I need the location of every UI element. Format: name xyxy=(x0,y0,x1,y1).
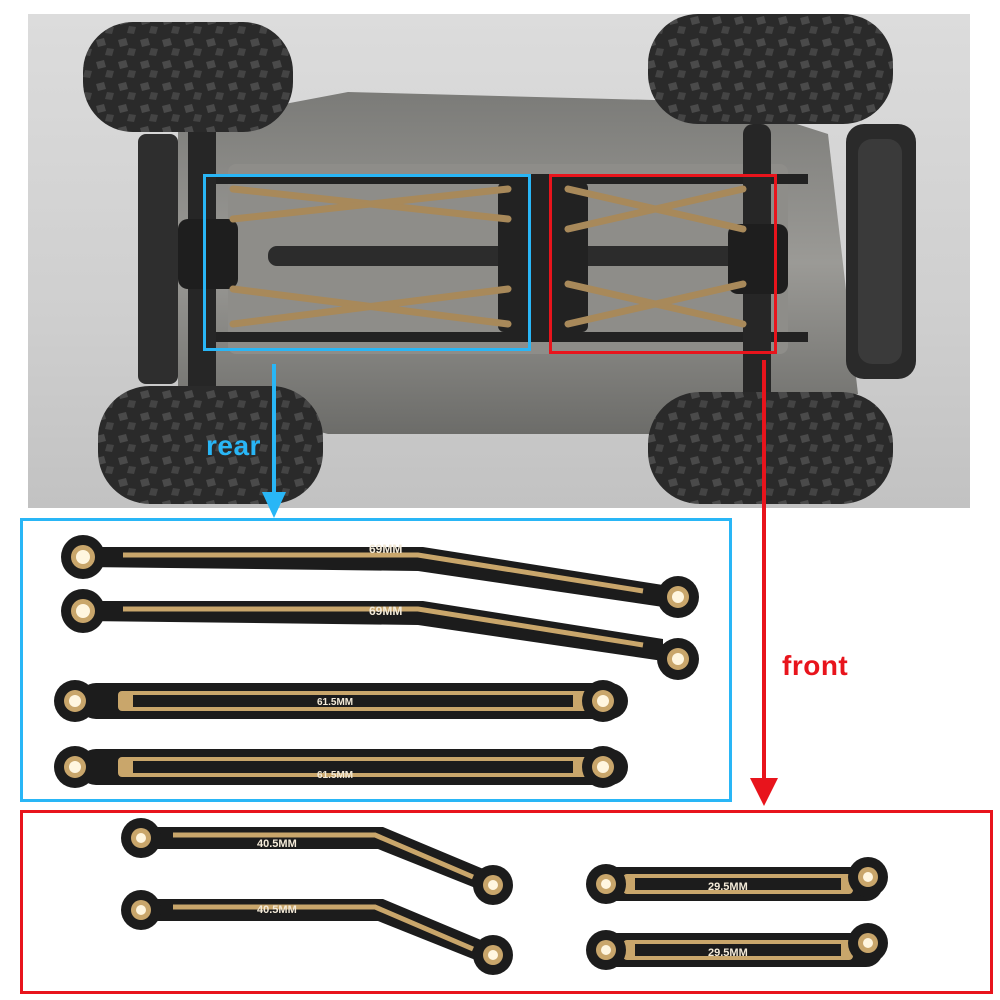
wheel-rear-top xyxy=(83,22,293,132)
rear-installed-links xyxy=(229,185,512,328)
front-link-40-5mm-2: 40.5MM xyxy=(121,890,513,975)
front-link-label: 29.5MM xyxy=(708,881,748,893)
front-link-29-5mm-1: 29.5MM xyxy=(586,857,888,904)
rear-link-69mm-2: 69MM xyxy=(61,589,699,680)
rear-diff xyxy=(178,219,238,289)
front-link-label: 40.5MM xyxy=(257,838,297,850)
rear-link-69mm-1: 69MM xyxy=(61,535,699,618)
rear-links-panel: 69MM 69MM 61.5MM xyxy=(20,518,732,802)
wheel-rear-bottom xyxy=(98,386,323,504)
rear-link-61-5mm-1: 61.5MM xyxy=(54,680,628,722)
rear-link-label: 69MM xyxy=(369,542,402,556)
rear-link-label: 61.5MM xyxy=(317,770,353,781)
rear-link-61-5mm-2: 61.5MM xyxy=(54,746,628,788)
front-highlight-box xyxy=(549,174,777,354)
truck-underside-photo xyxy=(28,14,970,508)
front-link-29-5mm-2: 29.5MM xyxy=(586,923,888,970)
rear-highlight-box xyxy=(203,174,531,351)
rear-link-label: 69MM xyxy=(369,604,402,618)
front-link-label: 29.5MM xyxy=(708,947,748,959)
wheel-front-top xyxy=(648,14,893,124)
front-links-panel: 40.5MM 40.5MM 29.5MM xyxy=(20,810,993,994)
front-link-label: 40.5MM xyxy=(257,904,297,916)
rear-links-svg: 69MM 69MM 61.5MM xyxy=(54,535,699,788)
front-label: front xyxy=(782,650,849,681)
front-installed-links xyxy=(564,185,747,328)
rear-link-label: 61.5MM xyxy=(317,697,353,708)
front-diff xyxy=(728,224,788,294)
wheel-front-bottom xyxy=(648,392,893,504)
frame-rail-top xyxy=(208,174,808,184)
frame-rail-bottom xyxy=(208,332,808,342)
front-link-40-5mm-1: 40.5MM xyxy=(121,818,513,905)
front-links-svg: 40.5MM 40.5MM 29.5MM xyxy=(121,818,888,975)
transmission xyxy=(498,182,588,332)
rear-label: rear xyxy=(206,430,261,461)
rear-bumper xyxy=(138,134,178,384)
